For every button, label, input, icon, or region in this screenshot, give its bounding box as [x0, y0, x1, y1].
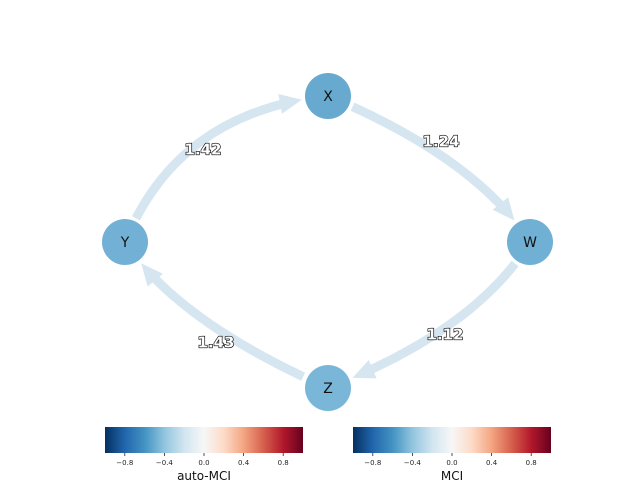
edge-label-z-y: 1.43 — [197, 334, 234, 352]
edge-y-x — [131, 94, 302, 221]
edge-w-z — [352, 260, 519, 379]
colorbar-mci-tick-label: −0.4 — [404, 459, 422, 467]
edge-w-z-arrowhead — [352, 360, 377, 379]
colorbar-mci-tick-label: 0.8 — [526, 459, 537, 467]
edge-z-y — [141, 263, 306, 381]
node-w-circle — [507, 219, 553, 265]
edge-label-x-w: 1.24 — [422, 133, 459, 151]
colorbar-mci-title: MCI — [441, 469, 463, 480]
node-x-circle — [305, 73, 351, 119]
edge-x-w-shaft — [350, 102, 505, 209]
node-w-label: W — [523, 235, 537, 251]
node-x: X — [305, 73, 351, 119]
colorbar-auto-mci-tick-label: 0.8 — [278, 459, 289, 467]
edge-x-w — [350, 102, 515, 221]
edges-layer — [131, 94, 519, 381]
edge-labels-layer: 1.42 1.24 1.12 1.43 — [184, 132, 464, 352]
colorbar-auto-mci: −0.8 −0.4 0.0 0.4 0.8 auto-MCI — [105, 427, 303, 480]
colorbar-mci-gradient — [353, 427, 551, 453]
edge-x-w-arrowhead — [492, 197, 515, 221]
colorbar-auto-mci-tick-label: 0.0 — [198, 459, 209, 467]
colorbar-auto-mci-tick-label: −0.4 — [156, 459, 174, 467]
node-x-label: X — [323, 89, 333, 105]
node-z-circle — [305, 365, 351, 411]
node-z-label: Z — [323, 381, 333, 397]
colorbar-auto-mci-tick-label: 0.4 — [238, 459, 250, 467]
edge-w-z-shaft — [369, 260, 519, 374]
edge-z-y-shaft — [152, 275, 306, 381]
node-w: W — [507, 219, 553, 265]
colorbar-auto-mci-gradient — [105, 427, 303, 453]
colorbar-mci-tick-label: 0.4 — [486, 459, 498, 467]
node-z: Z — [305, 365, 351, 411]
colorbar-auto-mci-tick-label: −0.8 — [116, 459, 133, 467]
node-y-circle — [102, 219, 148, 265]
edge-label-y-x: 1.42 — [184, 141, 221, 159]
node-y-label: Y — [120, 235, 130, 251]
colorbar-mci-tick-label: −0.8 — [364, 459, 381, 467]
colorbar-auto-mci-title: auto-MCI — [177, 469, 231, 480]
colorbars-layer: −0.8 −0.4 0.0 0.4 0.8 auto-MCI −0.8 −0.4 0.0 0.4 0… — [105, 427, 551, 480]
nodes-layer: X W Z Y — [102, 73, 553, 411]
edge-label-w-z: 1.12 — [426, 326, 463, 344]
node-y: Y — [102, 219, 148, 265]
edge-y-x-shaft — [131, 100, 283, 221]
edge-z-y-arrowhead — [141, 263, 163, 287]
edge-y-x-arrowhead — [278, 94, 302, 114]
colorbar-mci-tick-label: 0.0 — [446, 459, 457, 467]
